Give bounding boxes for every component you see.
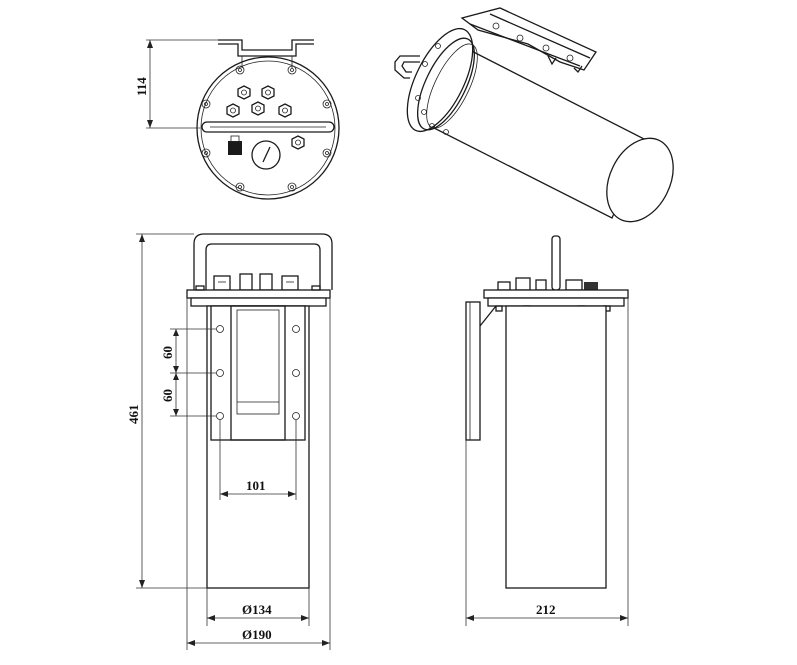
dim-461-label: 461: [126, 405, 141, 425]
side-view: 212: [465, 235, 629, 626]
dim-60-lower-label: 60: [160, 389, 175, 402]
top-view: 114: [134, 39, 340, 200]
mounting-holes: [216, 325, 300, 420]
flange-bolt-holes: [201, 65, 332, 192]
dim-d134-label: Ø134: [242, 602, 272, 617]
dim-d190-label: Ø190: [242, 627, 272, 642]
hex-connectors: [226, 85, 292, 118]
cable-gland-icon: [228, 141, 242, 155]
dim-101-label: 101: [246, 478, 266, 493]
dim-60-upper-label: 60: [160, 346, 175, 359]
dim-212-label: 212: [536, 602, 556, 617]
isometric-view: [394, 7, 674, 223]
vent-cap-icon: [251, 140, 281, 170]
front-view: 60 60 461 101 Ø134 Ø190: [126, 233, 333, 650]
dim-114-label: 114: [134, 77, 149, 96]
